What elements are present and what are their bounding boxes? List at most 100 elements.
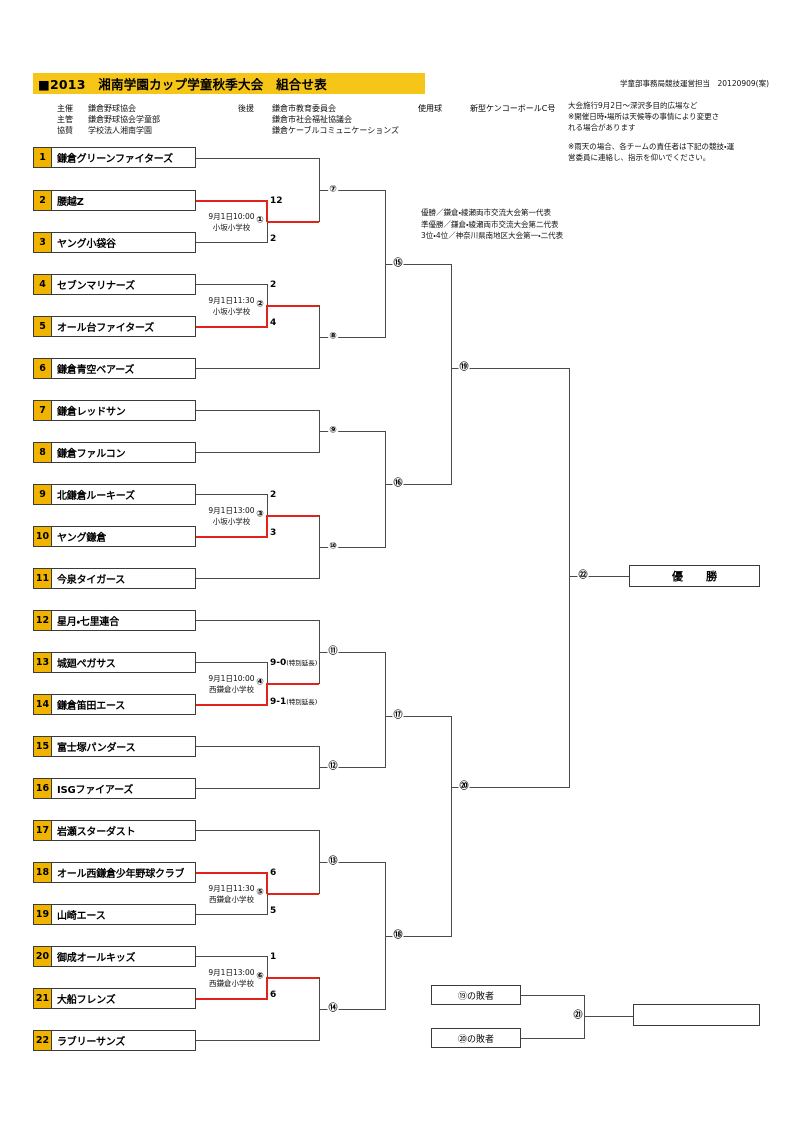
team-name: 岩瀬スターダスト bbox=[57, 827, 136, 838]
team-number: 22 bbox=[34, 1031, 52, 1050]
team-entry-15[interactable]: 15 富士塚パンダース bbox=[33, 736, 196, 757]
bracket-line-m1-winner bbox=[266, 200, 268, 222]
team-entry-1[interactable]: 1 鎌倉グリーンファイターズ bbox=[33, 147, 196, 168]
round2-node-7: ⑦ bbox=[328, 184, 338, 195]
award-line-2: 3位・4位／神奈川県南地区大会第一・二代表 bbox=[421, 231, 564, 241]
team-entry-10[interactable]: 10 ヤング鎌倉 bbox=[33, 526, 196, 547]
bracket-line-t12-feed bbox=[196, 620, 319, 621]
team-number: 11 bbox=[34, 569, 52, 588]
team-number: 1 bbox=[34, 148, 52, 167]
team-entry-6[interactable]: 6 鎌倉青空ベアーズ bbox=[33, 358, 196, 379]
bracket-line-m4-bottom bbox=[196, 704, 268, 706]
org-label-0: 主催 bbox=[57, 104, 73, 113]
team-entry-4[interactable]: 4 セブンマリナーズ bbox=[33, 274, 196, 295]
match-score-1-top: 12 bbox=[270, 196, 283, 206]
team-name: 山崎エース bbox=[57, 911, 106, 922]
org-label-2: 協賛 bbox=[57, 126, 73, 135]
match-info-4: 9月1日10:00 西鎌倉小学校 bbox=[196, 673, 267, 696]
bracket-line-t6-feed bbox=[196, 368, 319, 369]
bracket-line-t11-feed bbox=[196, 578, 319, 579]
round2-node-10: ⑩ bbox=[328, 541, 338, 552]
team-number: 13 bbox=[34, 653, 52, 672]
team-entry-2[interactable]: 2 腰越Z bbox=[33, 190, 196, 211]
loser-box-19: ⑲の敗者 bbox=[431, 985, 521, 1005]
bracket-line-n20-advance bbox=[451, 787, 569, 788]
team-entry-7[interactable]: 7 鎌倉レッドサン bbox=[33, 400, 196, 421]
bracket-line-n19-join bbox=[451, 264, 452, 485]
team-number: 14 bbox=[34, 695, 52, 714]
match-score-4-top: 9-0(特別延長) bbox=[270, 657, 317, 668]
ball-value: 新型ケンコーボールC号 bbox=[470, 104, 556, 113]
round2-node-9: ⑨ bbox=[328, 425, 338, 436]
round2-node-13: ⑬ bbox=[327, 856, 339, 867]
team-number: 3 bbox=[34, 233, 52, 252]
match-score-5-top: 6 bbox=[270, 868, 277, 878]
team-entry-21[interactable]: 21 大船フレンズ bbox=[33, 988, 196, 1009]
team-entry-3[interactable]: 3 ヤング小袋谷 bbox=[33, 232, 196, 253]
schedule-notes: 大会施行9月2日～深沢多目的広場など ※開催日時・場所は天候等の事情により変更さ… bbox=[568, 101, 793, 163]
bracket-line-n16-advance bbox=[385, 484, 451, 485]
org-value-2: 学校法人湘南学園 bbox=[88, 126, 152, 135]
bracket-line-m3-top bbox=[196, 494, 268, 495]
team-entry-18[interactable]: 18 オール西鎌倉少年野球クラブ bbox=[33, 862, 196, 883]
bracket-line-m2-advance bbox=[267, 305, 319, 307]
bracket-line-t1-feed bbox=[196, 158, 319, 159]
match-score-2-bottom: 4 bbox=[270, 318, 277, 328]
bracket-line-m3-winner bbox=[266, 515, 268, 537]
team-entry-16[interactable]: 16 ISGファイアーズ bbox=[33, 778, 196, 799]
team-name: 大船フレンズ bbox=[57, 995, 116, 1006]
match-score-4-bottom: 9-1(特別延長) bbox=[270, 696, 317, 707]
support-value-0: 鎌倉市教育委員会 bbox=[272, 104, 336, 113]
match-info-6: 9月1日13:00 西鎌倉小学校 bbox=[196, 967, 267, 990]
team-number: 7 bbox=[34, 401, 52, 420]
match-score-6-bottom: 6 bbox=[270, 990, 277, 1000]
bracket-line-m1-bottom bbox=[196, 242, 268, 243]
match-datetime: 9月1日10:00 bbox=[208, 212, 255, 221]
team-entry-20[interactable]: 20 御成オールキッズ bbox=[33, 946, 196, 967]
match-datetime: 9月1日13:00 bbox=[208, 506, 255, 515]
team-name: オール西鎌倉少年野球クラブ bbox=[57, 869, 185, 880]
team-number: 12 bbox=[34, 611, 52, 630]
org-label-1: 主管 bbox=[57, 115, 73, 124]
playoff-node-21: ㉑ bbox=[572, 1010, 584, 1021]
loser-label-20: ⑳の敗者 bbox=[457, 1034, 494, 1045]
match-score-6-top: 1 bbox=[270, 952, 277, 962]
team-entry-22[interactable]: 22 ラブリーサンズ bbox=[33, 1030, 196, 1051]
bracket-line-t8-feed bbox=[196, 452, 319, 453]
bracket-line-m5-winner bbox=[266, 872, 268, 894]
team-name: ヤング鎌倉 bbox=[57, 533, 106, 544]
support-label: 後援 bbox=[238, 104, 254, 113]
match-score-2-top: 2 bbox=[270, 280, 277, 290]
match-node-6: ⑥ bbox=[255, 971, 265, 982]
team-entry-11[interactable]: 11 今泉タイガース bbox=[33, 568, 196, 589]
team-entry-12[interactable]: 12 星月・七里連合 bbox=[33, 610, 196, 631]
team-entry-19[interactable]: 19 山崎エース bbox=[33, 904, 196, 925]
bracket-line-m2-bottom bbox=[196, 326, 268, 328]
team-entry-8[interactable]: 8 鎌倉ファルコン bbox=[33, 442, 196, 463]
team-entry-17[interactable]: 17 岩瀬スターダスト bbox=[33, 820, 196, 841]
match-score-1-bottom: 2 bbox=[270, 234, 277, 244]
bracket-line-final-join bbox=[569, 368, 570, 788]
match-node-2: ② bbox=[255, 299, 265, 310]
match-datetime: 9月1日10:00 bbox=[208, 674, 255, 683]
team-entry-13[interactable]: 13 城廻ペガサス bbox=[33, 652, 196, 673]
team-entry-14[interactable]: 14 鎌倉笛田エース bbox=[33, 694, 196, 715]
team-name: オール台ファイターズ bbox=[57, 323, 155, 334]
team-entry-5[interactable]: 5 オール台ファイターズ bbox=[33, 316, 196, 337]
bracket-line-m4-top bbox=[196, 662, 268, 663]
team-name: ラブリーサンズ bbox=[57, 1037, 126, 1048]
note2-line-1: 営委員に連絡し、指示を仰いでください。 bbox=[568, 152, 711, 162]
bracket-line-t15-feed bbox=[196, 746, 319, 747]
bracket-line-n10-advance bbox=[319, 547, 385, 548]
team-entry-9[interactable]: 9 北鎌倉ルーキーズ bbox=[33, 484, 196, 505]
bracket-line-m6-winner bbox=[266, 977, 268, 999]
award-line-0: 優勝／鎌倉・綾瀬両市交流大会第一代表 bbox=[421, 208, 552, 217]
team-name: セブンマリナーズ bbox=[57, 281, 135, 292]
score-value: 9-0 bbox=[270, 658, 287, 668]
champion-box: 優 勝 bbox=[629, 565, 760, 587]
team-name: 鎌倉笛田エース bbox=[57, 701, 126, 712]
team-name: 富士塚パンダース bbox=[57, 743, 136, 754]
team-name: ISGファイアーズ bbox=[57, 785, 134, 796]
bracket-line-final-advance bbox=[569, 576, 629, 577]
